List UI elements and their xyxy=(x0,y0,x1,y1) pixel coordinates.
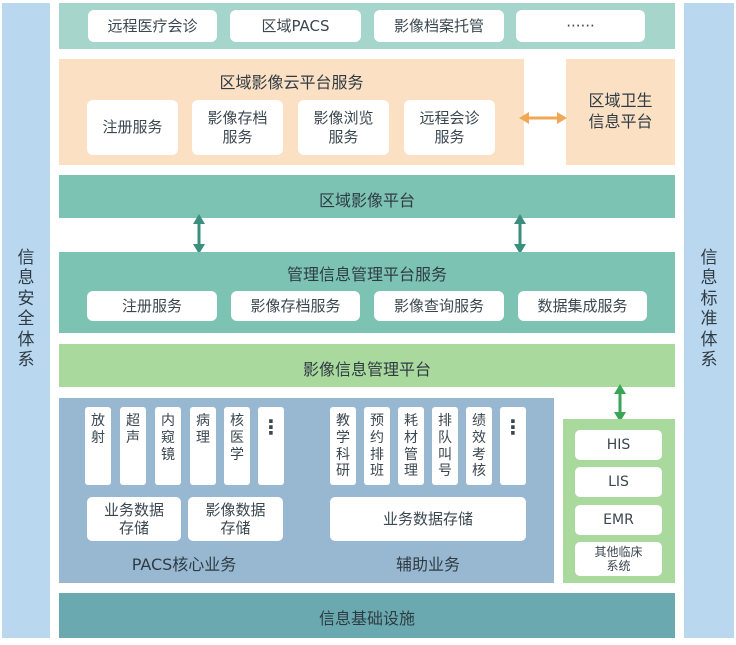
auxiliary-title: 辅助业务 xyxy=(395,555,460,574)
service-more: ······ xyxy=(516,10,645,42)
clinical-systems-panel: HIS LIS EMR 其他临床 系统 xyxy=(563,419,675,583)
aux-col-more: ⋮ xyxy=(500,407,526,485)
regional-imaging-title: 区域影像平台 xyxy=(318,191,415,210)
top-services-band: 远程医疗会诊 区域PACS 影像档案托管 ······ xyxy=(59,3,675,49)
pacs-business-data-storage: 业务数据 存储 xyxy=(87,497,181,541)
mgmt-service-archive: 影像存档服务 xyxy=(231,291,360,321)
pacs-col-nuclear-medicine: 核医学 xyxy=(224,407,250,485)
pacs-col-endoscopy: 内窥镜 xyxy=(155,407,181,485)
aux-business-data-storage: 业务数据存储 xyxy=(330,497,526,541)
imaging-info-title: 影像信息管理平台 xyxy=(302,360,431,379)
mgmt-service-query: 影像查询服务 xyxy=(374,291,504,321)
cloud-service-remote-consult: 远程会诊 服务 xyxy=(404,100,495,155)
cloud-health-arrow xyxy=(519,112,567,124)
imaging-mgmt-arrow-right xyxy=(514,214,526,254)
regional-imaging-platform: 区域影像平台 xyxy=(59,175,675,218)
clinical-lis: LIS xyxy=(575,467,662,497)
platform-clinical-arrow xyxy=(614,384,626,422)
aux-col-scheduling: 预约排班 xyxy=(364,407,390,485)
business-area: 放射 超声 内窥镜 病理 核医学 ⋮ 业务数据 存储 影像数据 存储 PACS核… xyxy=(59,398,554,583)
service-archive-hosting: 影像档案托管 xyxy=(374,10,504,42)
cloud-service-register: 注册服务 xyxy=(87,100,178,155)
standard-system-column: 信息标准体系 xyxy=(684,3,734,638)
mgmt-service-integration: 数据集成服务 xyxy=(518,291,647,321)
pacs-col-pathology: 病理 xyxy=(190,407,216,485)
pacs-col-ultrasound: 超声 xyxy=(120,407,146,485)
pacs-core-title: PACS核心业务 xyxy=(131,555,237,574)
management-platform-band: 管理信息管理平台服务 注册服务 影像存档服务 影像查询服务 数据集成服务 xyxy=(59,252,675,333)
security-system-column: 信息安全体系 xyxy=(2,3,50,638)
mgmt-service-register: 注册服务 xyxy=(87,291,217,321)
aux-col-consumables: 耗材管理 xyxy=(398,407,424,485)
security-system-label: 信息安全体系 xyxy=(17,248,35,370)
pacs-col-radiology: 放射 xyxy=(85,407,111,485)
management-platform-title: 管理信息管理平台服务 xyxy=(286,265,447,284)
cloud-service-browse: 影像浏览 服务 xyxy=(298,100,389,155)
clinical-other: 其他临床 系统 xyxy=(575,542,662,576)
cloud-service-archive: 影像存档 服务 xyxy=(192,100,283,155)
infrastructure-band: 信息基础设施 xyxy=(59,593,675,638)
imaging-mgmt-arrow-left xyxy=(193,214,205,254)
imaging-info-platform: 影像信息管理平台 xyxy=(59,344,675,387)
clinical-his: HIS xyxy=(575,430,662,460)
aux-col-teaching-research: 教学科研 xyxy=(330,407,356,485)
regional-health-label: 区域卫生 信息平台 xyxy=(588,91,653,131)
cloud-platform-band: 区域影像云平台服务 注册服务 影像存档 服务 影像浏览 服务 远程会诊 服务 xyxy=(59,59,524,165)
standard-system-label: 信息标准体系 xyxy=(700,248,718,370)
clinical-emr: EMR xyxy=(575,505,662,535)
pacs-col-more: ⋮ xyxy=(258,407,284,485)
aux-col-performance: 绩效考核 xyxy=(466,407,492,485)
service-remote-consult: 远程医疗会诊 xyxy=(88,10,217,42)
cloud-platform-title: 区域影像云平台服务 xyxy=(219,73,364,92)
service-regional-pacs: 区域PACS xyxy=(230,10,361,42)
regional-health-platform: 区域卫生 信息平台 xyxy=(566,59,675,165)
pacs-image-data-storage: 影像数据 存储 xyxy=(188,497,283,541)
infrastructure-title: 信息基础设施 xyxy=(318,609,415,628)
aux-col-queue-calling: 排队叫号 xyxy=(432,407,458,485)
